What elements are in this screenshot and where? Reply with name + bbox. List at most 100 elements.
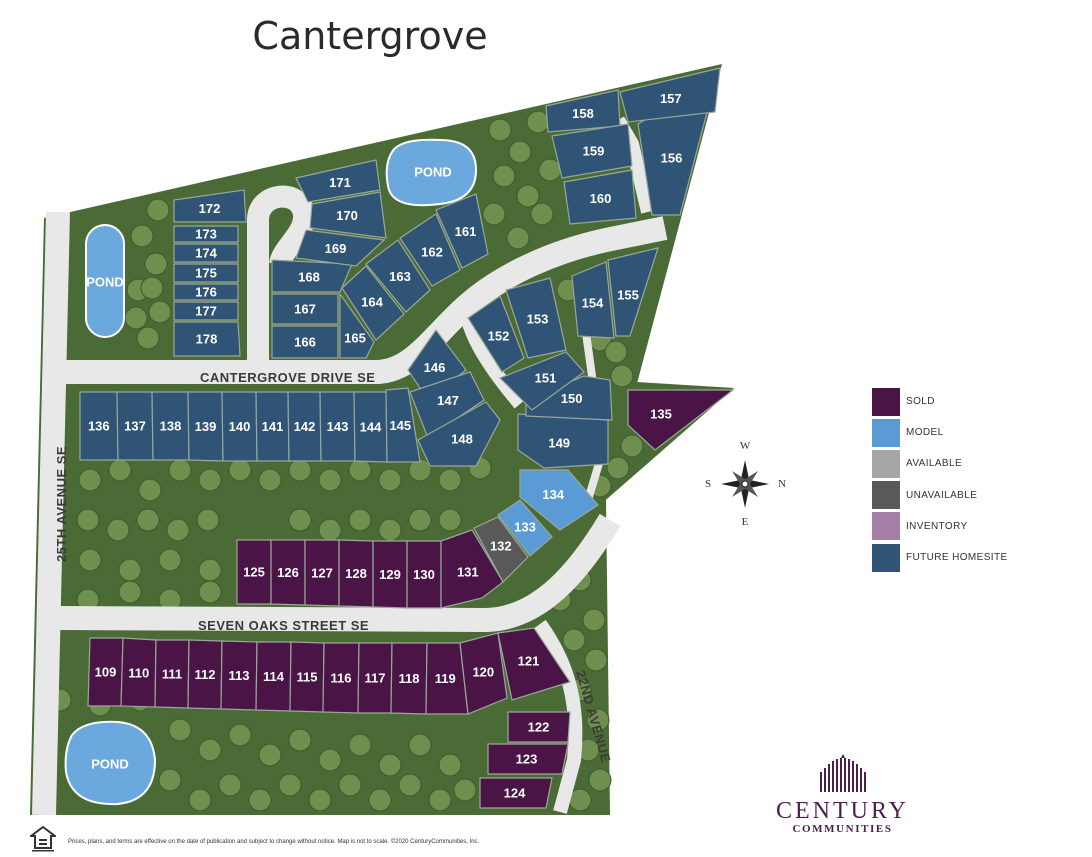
lot-178[interactable]: 178 [173,321,241,357]
lot-110[interactable]: 110 [120,637,157,708]
lot-143[interactable]: 143 [319,391,356,462]
lot-144[interactable]: 144 [353,391,388,463]
lot-173[interactable]: 173 [173,225,239,243]
lot-138[interactable]: 138 [151,391,190,461]
lot-128[interactable]: 128 [338,539,374,608]
lot-shape[interactable] [338,539,374,608]
lot-shape[interactable] [187,391,224,462]
lot-shape[interactable] [607,247,659,337]
lot-shape[interactable] [341,265,405,341]
lot-shape[interactable] [627,389,735,451]
lot-shape[interactable] [409,371,485,439]
lot-shape[interactable] [173,283,239,301]
lot-177[interactable]: 177 [173,301,239,321]
lot-127[interactable]: 127 [304,539,340,607]
lot-shape[interactable] [372,540,408,609]
lot-shape[interactable] [459,632,508,715]
lot-168[interactable]: 168 [271,259,353,293]
lot-122[interactable]: 122 [507,711,571,743]
lot-shape[interactable] [220,640,258,711]
lot-shape[interactable] [357,642,393,714]
lot-shape[interactable] [440,529,504,609]
lot-176[interactable]: 176 [173,283,239,301]
lot-140[interactable]: 140 [221,391,258,462]
lot-shape[interactable] [271,325,339,359]
lot-109[interactable]: 109 [87,637,124,707]
lot-shape[interactable] [551,123,633,179]
lot-shape[interactable] [271,259,353,293]
lot-shape[interactable] [79,391,119,461]
lot-shape[interactable] [295,229,386,267]
lot-112[interactable]: 112 [187,639,223,710]
lot-shape[interactable] [221,391,258,462]
lot-125[interactable]: 125 [236,539,272,605]
lot-shape[interactable] [385,387,421,463]
lot-shape[interactable] [417,401,501,467]
lot-shape[interactable] [435,193,489,269]
lot-shape[interactable] [517,413,609,469]
lot-shape[interactable] [519,469,599,531]
lot-142[interactable]: 142 [287,391,322,462]
lot-shape[interactable] [339,292,375,359]
lot-shape[interactable] [399,213,461,287]
lot-167[interactable]: 167 [271,293,339,325]
lot-136[interactable]: 136 [79,391,119,461]
lot-shape[interactable] [619,67,721,123]
lot-shape[interactable] [365,239,431,313]
lot-175[interactable]: 175 [173,263,239,283]
lot-shape[interactable] [173,189,247,223]
lot-shape[interactable] [173,321,241,357]
lot-shape[interactable] [270,539,306,606]
lot-shape[interactable] [487,743,569,775]
lot-114[interactable]: 114 [255,641,292,712]
lot-126[interactable]: 126 [270,539,306,606]
lot-shape[interactable] [255,641,292,712]
lot-shape[interactable] [507,711,571,743]
lot-shape[interactable] [289,641,325,713]
lot-154[interactable]: 154 [571,261,615,339]
lot-166[interactable]: 166 [271,325,339,359]
lot-130[interactable]: 130 [406,540,442,609]
lot-shape[interactable] [116,391,154,461]
lot-shape[interactable] [295,159,381,203]
lot-shape[interactable] [236,539,272,605]
lot-139[interactable]: 139 [187,391,224,462]
lot-shape[interactable] [151,391,190,461]
lot-shape[interactable] [87,637,124,707]
lot-shape[interactable] [173,225,239,243]
lot-117[interactable]: 117 [357,642,393,714]
lot-shape[interactable] [498,351,585,411]
lot-shape[interactable] [473,516,529,583]
lot-shape[interactable] [571,261,615,339]
lot-shape[interactable] [467,295,525,373]
lot-shape[interactable] [287,391,322,462]
lot-149[interactable]: 149 [517,413,609,469]
lot-111[interactable]: 111 [154,639,190,709]
lot-116[interactable]: 116 [322,642,360,714]
lot-shape[interactable] [353,391,388,463]
lot-shape[interactable] [187,639,223,710]
lot-shape[interactable] [255,391,290,462]
lot-123[interactable]: 123 [487,743,569,775]
lot-118[interactable]: 118 [390,642,428,715]
lot-shape[interactable] [497,627,571,701]
lot-shape[interactable] [271,293,339,325]
lot-129[interactable]: 129 [372,540,408,609]
lot-shape[interactable] [154,639,190,709]
lot-113[interactable]: 113 [220,640,258,711]
lot-115[interactable]: 115 [289,641,325,713]
lot-shape[interactable] [173,243,239,263]
lot-shape[interactable] [497,499,553,557]
lot-124[interactable]: 124 [479,777,553,809]
lot-shape[interactable] [319,391,356,462]
lot-shape[interactable] [406,540,442,609]
lot-shape[interactable] [173,301,239,321]
lot-141[interactable]: 141 [255,391,290,462]
lot-shape[interactable] [505,277,567,359]
lot-shape[interactable] [309,191,387,239]
lot-shape[interactable] [173,263,239,283]
lot-shape[interactable] [563,169,637,225]
lot-137[interactable]: 137 [116,391,154,461]
lot-shape[interactable] [479,777,553,809]
lot-shape[interactable] [525,375,613,421]
